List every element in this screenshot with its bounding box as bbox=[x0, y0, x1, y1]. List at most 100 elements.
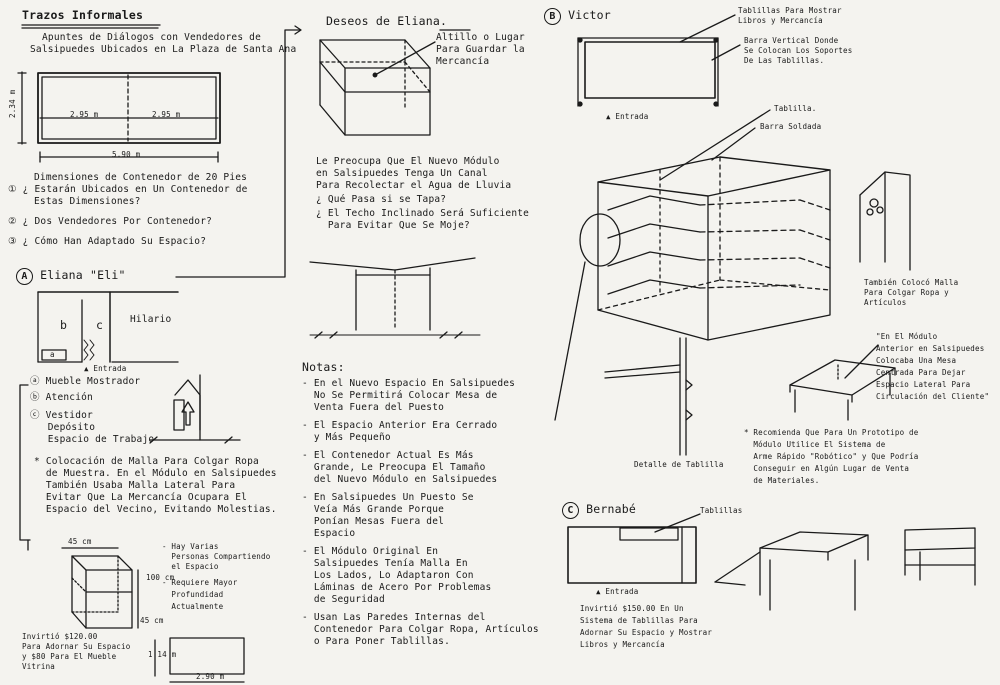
varios-6: Actualmente bbox=[162, 602, 224, 611]
plan-label-a: a bbox=[50, 350, 55, 359]
notas-line-3: Venta Fuera del Puesto bbox=[302, 402, 445, 413]
notas-line-12: Espacio bbox=[302, 528, 356, 539]
notas-line-13: - El Módulo Original En bbox=[302, 546, 439, 557]
bernabe-shelf-sketch bbox=[715, 528, 975, 610]
deseos-concern-2: en Salsipuedes Tenga Un Canal bbox=[316, 168, 488, 179]
victor-anterior-2: Anterior en Salsipuedes bbox=[876, 344, 985, 353]
question-1: ① ¿ Estarán Ubicados en Un Contenedor de bbox=[8, 184, 248, 195]
eliana-note-2: de Muestra. En el Módulo en Salsipuedes bbox=[34, 468, 277, 479]
plan2-dim-side: 1.14 m bbox=[148, 650, 177, 659]
victor-label1-2: Libros y Mercancía bbox=[738, 16, 823, 25]
varios-4: - Requiere Mayor bbox=[162, 578, 238, 587]
varios-2: Personas Compartiendo bbox=[162, 552, 271, 561]
deseos-label-2: Para Guardar la bbox=[436, 44, 525, 55]
notas-line-5: y Más Pequeño bbox=[302, 432, 391, 443]
box-dim-top: 45 cm bbox=[68, 537, 92, 546]
shelf-box-sketch bbox=[62, 548, 138, 628]
question-intro-1: Dimensiones de Contenedor de 20 Pies bbox=[34, 172, 248, 183]
notas-line-8: del Nuevo Módulo en Salsipuedes bbox=[302, 474, 498, 485]
notas-line-4: - El Espacio Anterior Era Cerrado bbox=[302, 420, 498, 431]
notas-line-6: - El Contenedor Actual Es Más bbox=[302, 450, 474, 461]
notas-line-7: Grande, Le Preocupa El Tamaño bbox=[302, 462, 486, 473]
victor-recom-2: Módulo Utilice El Sistema de bbox=[744, 440, 886, 449]
page-title: Trazos Informales bbox=[22, 8, 144, 22]
victor-name: Victor bbox=[568, 8, 611, 22]
subtitle-line-1: Apuntes de Diálogos con Vendedores de bbox=[42, 32, 262, 43]
bernabe-entrada: ▲ Entrada bbox=[596, 587, 639, 596]
victor-anterior-5: Espacio Lateral Para bbox=[876, 380, 971, 389]
victor-recom-5: de Materiales. bbox=[744, 476, 820, 485]
victor-cabinet-sketch bbox=[555, 110, 830, 420]
plan-label-b: b bbox=[60, 318, 68, 332]
varios-5: Profundidad bbox=[162, 590, 224, 599]
victor-label2-1: Barra Vertical Donde bbox=[744, 36, 839, 45]
eliana-name: Eliana "Eli" bbox=[40, 268, 126, 282]
victor-label2-3: De Las Tablillas. bbox=[744, 56, 825, 65]
eliana-item-3: ⓒ Vestidor bbox=[30, 410, 93, 421]
victor-malla-1: También Colocó Malla bbox=[864, 278, 959, 287]
deseos-concern-4: ¿ Qué Pasa si se Tapa? bbox=[316, 194, 447, 205]
table-sketch bbox=[790, 345, 895, 420]
box-dim-side: 100 cm bbox=[146, 573, 175, 582]
notas-line-2: No Se Permitirá Colocar Mesa de bbox=[302, 390, 498, 401]
deseos-concern-5: ¿ El Techo Inclinado Será Suficiente bbox=[316, 208, 530, 219]
notas-title: Notas: bbox=[302, 360, 345, 374]
container-half-right: 2.95 m bbox=[152, 110, 181, 119]
eliana-plan-2 bbox=[155, 638, 244, 682]
bernabe-invest-1: Invirtió $150.00 En Un bbox=[580, 604, 684, 613]
deseos-concern-6: Para Evitar Que Se Moje? bbox=[316, 220, 470, 231]
victor-header: B Victor bbox=[544, 8, 611, 25]
eliana-item-1: ⓐ Mueble Mostrador bbox=[30, 376, 141, 387]
victor-recom-1: * Recomienda Que Para Un Prototipo de bbox=[744, 428, 919, 437]
notas-line-11: Ponían Mesas Fuera del bbox=[302, 516, 445, 527]
eliana-marker: A bbox=[16, 268, 33, 285]
notas-line-15: Los Lados, Lo Adaptaron Con bbox=[302, 570, 474, 581]
victor-anterior-4: Centrada Para Dejar bbox=[876, 368, 966, 377]
question-3: ③ ¿ Cómo Han Adaptado Su Espacio? bbox=[8, 236, 207, 247]
eliana-item-2: ⓑ Atención bbox=[30, 392, 93, 403]
victor-label1-1: Tablillas Para Mostrar bbox=[738, 6, 842, 15]
deseos-label-1: Altillo o Lugar bbox=[436, 32, 525, 43]
bernabe-invest-4: Libros y Mercancía bbox=[580, 640, 665, 649]
notas-line-19: Contenedor Para Colgar Ropa, Artículos bbox=[302, 624, 539, 635]
box-dim-depth: 45 cm bbox=[140, 616, 164, 625]
deseos-label-3: Mercancía bbox=[436, 56, 490, 67]
victor-label2-2: Se Colocan Los Soportes bbox=[744, 46, 853, 55]
container-half-left: 2.95 m bbox=[70, 110, 99, 119]
eliana-note-1: * Colocación de Malla Para Colgar Ropa bbox=[34, 456, 259, 467]
victor-barra-label: Barra Soldada bbox=[760, 122, 822, 131]
varios-3: el Espacio bbox=[162, 562, 219, 571]
notas-line-18: - Usan Las Paredes Internas del bbox=[302, 612, 486, 623]
question-2: ② ¿ Dos Vendedores Por Contenedor? bbox=[8, 216, 213, 227]
plan-label-c: c bbox=[96, 318, 104, 332]
eliana-invest-1: Invirtió $120.00 bbox=[22, 632, 98, 641]
subtitle-line-2: Salsipuedes Ubicados en La Plaza de Sant… bbox=[30, 44, 297, 55]
eliana-plan bbox=[38, 292, 178, 362]
plan-label-hilario: Hilario bbox=[130, 314, 172, 325]
eliana-invest-2: Para Adornar Su Espacio bbox=[22, 642, 131, 651]
notas-line-1: - En el Nuevo Espacio En Salsipuedes bbox=[302, 378, 516, 389]
deseos-title: Deseos de Eliana. bbox=[326, 14, 448, 28]
eliana-note-3: También Usaba Malla Lateral Para bbox=[34, 480, 236, 491]
bernabe-header: C Bernabé bbox=[562, 502, 636, 519]
victor-plan bbox=[578, 15, 740, 106]
bernabe-invest-2: Sistema de Tablillas Para bbox=[580, 616, 698, 625]
victor-malla-3: Artículos bbox=[864, 298, 907, 307]
container-plan bbox=[18, 72, 220, 162]
notas-line-16: Láminas de Acero Por Problemas bbox=[302, 582, 492, 593]
victor-anterior-1: "En El Módulo bbox=[876, 332, 938, 341]
container-height-label: 2.34 m bbox=[8, 89, 17, 118]
eliana-item-4: Depósito bbox=[30, 422, 96, 433]
container-total-length: 5.90 m bbox=[112, 150, 141, 159]
bernabe-tablillas-label: Tablillas bbox=[700, 506, 743, 515]
notas-line-17: de Seguridad bbox=[302, 594, 385, 605]
roof-section-sketch bbox=[310, 258, 480, 338]
deseos-box-sketch bbox=[320, 30, 470, 135]
eliana-note-4: Evitar Que La Mercancía Ocupara El bbox=[34, 492, 248, 503]
hanger-sketch bbox=[860, 172, 910, 270]
bernabe-name: Bernabé bbox=[586, 502, 636, 516]
mesh-sketch bbox=[150, 375, 240, 443]
eliana-invest-3: y $80 Para El Mueble bbox=[22, 652, 117, 661]
notas-line-20: o Para Poner Tablillas. bbox=[302, 636, 450, 647]
deseos-concern-3: Para Recolectar el Agua de Lluvia bbox=[316, 180, 512, 191]
